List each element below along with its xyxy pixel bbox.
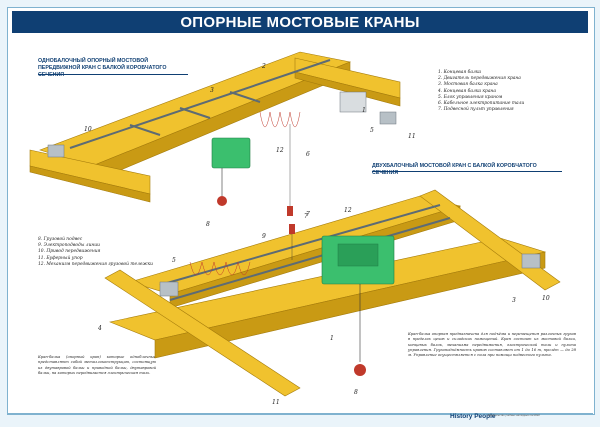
festoon-cable-top <box>259 111 301 128</box>
description-right: Кран-балка опорная предназначена для под… <box>408 332 576 358</box>
callout-number: 5 <box>370 127 374 134</box>
legend-top-item: 1. Концевая балка <box>438 70 481 75</box>
legend-top-item: 3. Мостовая балка крана <box>438 82 498 88</box>
callouts-bottom: 1 3 4 5 7 8 9 10 11 12 <box>97 207 550 406</box>
rail-far <box>159 204 441 286</box>
end-carriage-right-side <box>294 71 401 107</box>
motor-bottom-right <box>521 253 541 269</box>
legend-top: 1. Концевая балка 2. Двигатель передвиже… <box>438 70 524 113</box>
callout-number: 3 <box>512 297 516 304</box>
legend-bottom-item: 10. Привод передвижения <box>38 249 101 255</box>
near-girder-side <box>154 251 546 359</box>
publisher-brand: History People <box>450 413 496 420</box>
callout-number: 12 <box>276 147 284 154</box>
callout-number: 11 <box>408 133 416 140</box>
callouts-top: 2 3 1 5 6 7 8 10 11 12 <box>84 63 416 228</box>
callout-number: 5 <box>172 257 176 264</box>
legend-top-item: 7. Подвесной пульт управления <box>438 107 514 113</box>
single-girder-crane <box>29 51 401 216</box>
legend-top-item: 6. Кабельное электропитание тали <box>438 101 525 107</box>
end-carriage-bottom-left <box>104 269 301 397</box>
description-left: Кран-балка (опорный кран) которые однобл… <box>38 355 156 375</box>
pendant-control-top <box>287 206 293 216</box>
top-rail <box>69 59 331 149</box>
callout-number: 10 <box>542 295 550 302</box>
callout-number: 11 <box>272 399 280 406</box>
end-carriage-left-side <box>29 165 151 203</box>
caption-double-line: ДВУХБАЛОЧНЫЙ МОСТОВОЙ КРАН С БАЛКОЙ КОРО… <box>372 163 537 176</box>
callout-number: 12 <box>344 207 352 214</box>
hoist-drum <box>337 243 379 267</box>
control-box <box>339 91 367 113</box>
legend-bottom-item: 9. Электроподводы линии <box>38 243 100 249</box>
cross-bars-top <box>129 91 261 136</box>
callout-number: 3 <box>210 87 214 94</box>
caption-single-line-2: ПЕРЕДВИЖНОЙ КРАН С БАЛКОЙ КОРОБЧАТОГО СЕ… <box>38 65 167 78</box>
legend-bottom-item: 12. Механизм передвижения грузовой тележ… <box>38 261 153 267</box>
pendant-control-bottom <box>289 224 295 234</box>
rail-near <box>169 217 451 301</box>
legend-bottom-item: 8. Грузовой подвес <box>38 237 83 242</box>
hook-block-top <box>217 196 227 206</box>
callout-number: 7 <box>306 211 310 218</box>
double-girder-crane <box>104 189 561 397</box>
publisher-info: Издательство учебных наглядных пособий <box>488 414 540 417</box>
callout-number: 9 <box>262 233 266 240</box>
callout-number: 1 <box>330 335 334 342</box>
title-bar: ОПОРНЫЕ МОСТОВЫЕ КРАНЫ <box>12 11 588 33</box>
hoist-trolley-top <box>211 137 251 169</box>
callout-number: 8 <box>354 389 358 396</box>
legend-top-item: 4. Концевая балка крана <box>438 88 496 94</box>
caption-single-girder: ОДНОБАЛОЧНЫЙ ОПОРНЫЙ МОСТОВОЙ ПЕРЕДВИЖНО… <box>38 58 188 79</box>
caption-double-girder: ДВУХБАЛОЧНЫЙ МОСТОВОЙ КРАН С БАЛКОЙ КОРО… <box>372 163 562 177</box>
hook-block-bottom <box>354 364 366 376</box>
motor-right <box>379 111 397 125</box>
poster-title: ОПОРНЫЕ МОСТОВЫЕ КРАНЫ <box>180 13 420 31</box>
callout-number: 10 <box>84 126 92 133</box>
motor-bottom-left <box>159 281 179 297</box>
legend-bottom: 8. Грузовой подвес 9. Электроподводы лин… <box>38 237 153 268</box>
callout-number: 2 <box>261 63 266 70</box>
footer-line <box>7 413 593 414</box>
caption-single-line-1: ОДНОБАЛОЧНЫЙ ОПОРНЫЙ МОСТОВОЙ <box>38 58 149 64</box>
legend-top-item: 2. Двигатель передвижения крана <box>438 76 521 82</box>
motor-left <box>47 144 65 158</box>
callout-number: 1 <box>362 107 366 114</box>
callout-number: 7 <box>304 213 308 220</box>
festoon-cable-bottom <box>189 261 251 276</box>
callout-number: 6 <box>306 151 310 158</box>
callout-number: 8 <box>206 221 210 228</box>
legend-top-item: 5. Блок управления краном <box>438 94 503 100</box>
legend-bottom-item: 11. Буферный упор <box>38 255 83 261</box>
callout-number: 4 <box>97 325 102 332</box>
